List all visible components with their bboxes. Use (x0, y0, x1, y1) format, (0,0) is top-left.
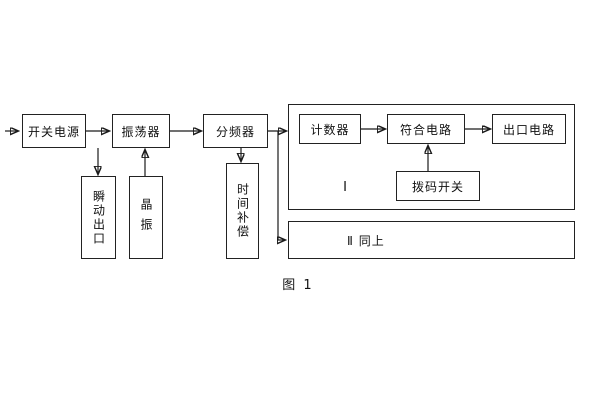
group2-label: Ⅱ 同上 (347, 233, 385, 248)
block-crystal-oscillator: 晶振 (129, 176, 163, 259)
group1-label: Ⅰ (343, 180, 347, 195)
block-oscillator: 振荡器 (112, 114, 170, 148)
block-time-compensation: 时间补偿 (226, 163, 259, 259)
block-crystal-oscillator-label: 晶振 (139, 197, 153, 238)
block-frequency-divider-label: 分频器 (215, 124, 255, 139)
block-power-supply: 开关电源 (22, 114, 86, 148)
block-dip-switch: 拨码开关 (396, 171, 480, 201)
block-counter: 计数器 (299, 114, 361, 144)
figure-caption: 图 1 (282, 278, 314, 293)
block-coincidence-circuit-label: 符合电路 (399, 122, 452, 137)
block-time-compensation-label: 时间补偿 (235, 183, 250, 239)
block-counter-label: 计数器 (310, 122, 350, 137)
module-group1-frame (288, 104, 575, 210)
arrow-divider-to-group2 (278, 131, 285, 240)
block-power-supply-label: 开关电源 (27, 124, 80, 139)
block-dip-switch-label: 拨码开关 (411, 179, 464, 194)
block-coincidence-circuit: 符合电路 (387, 114, 465, 144)
block-frequency-divider: 分频器 (203, 114, 268, 148)
block-output-circuit: 出口电路 (492, 114, 566, 144)
block-oscillator-label: 振荡器 (121, 124, 161, 139)
module-group2-frame: Ⅱ 同上 (288, 221, 575, 259)
block-output-circuit-label: 出口电路 (502, 122, 555, 137)
block-instant-output: 瞬动出口 (81, 176, 116, 259)
block-instant-output-label: 瞬动出口 (91, 189, 106, 246)
